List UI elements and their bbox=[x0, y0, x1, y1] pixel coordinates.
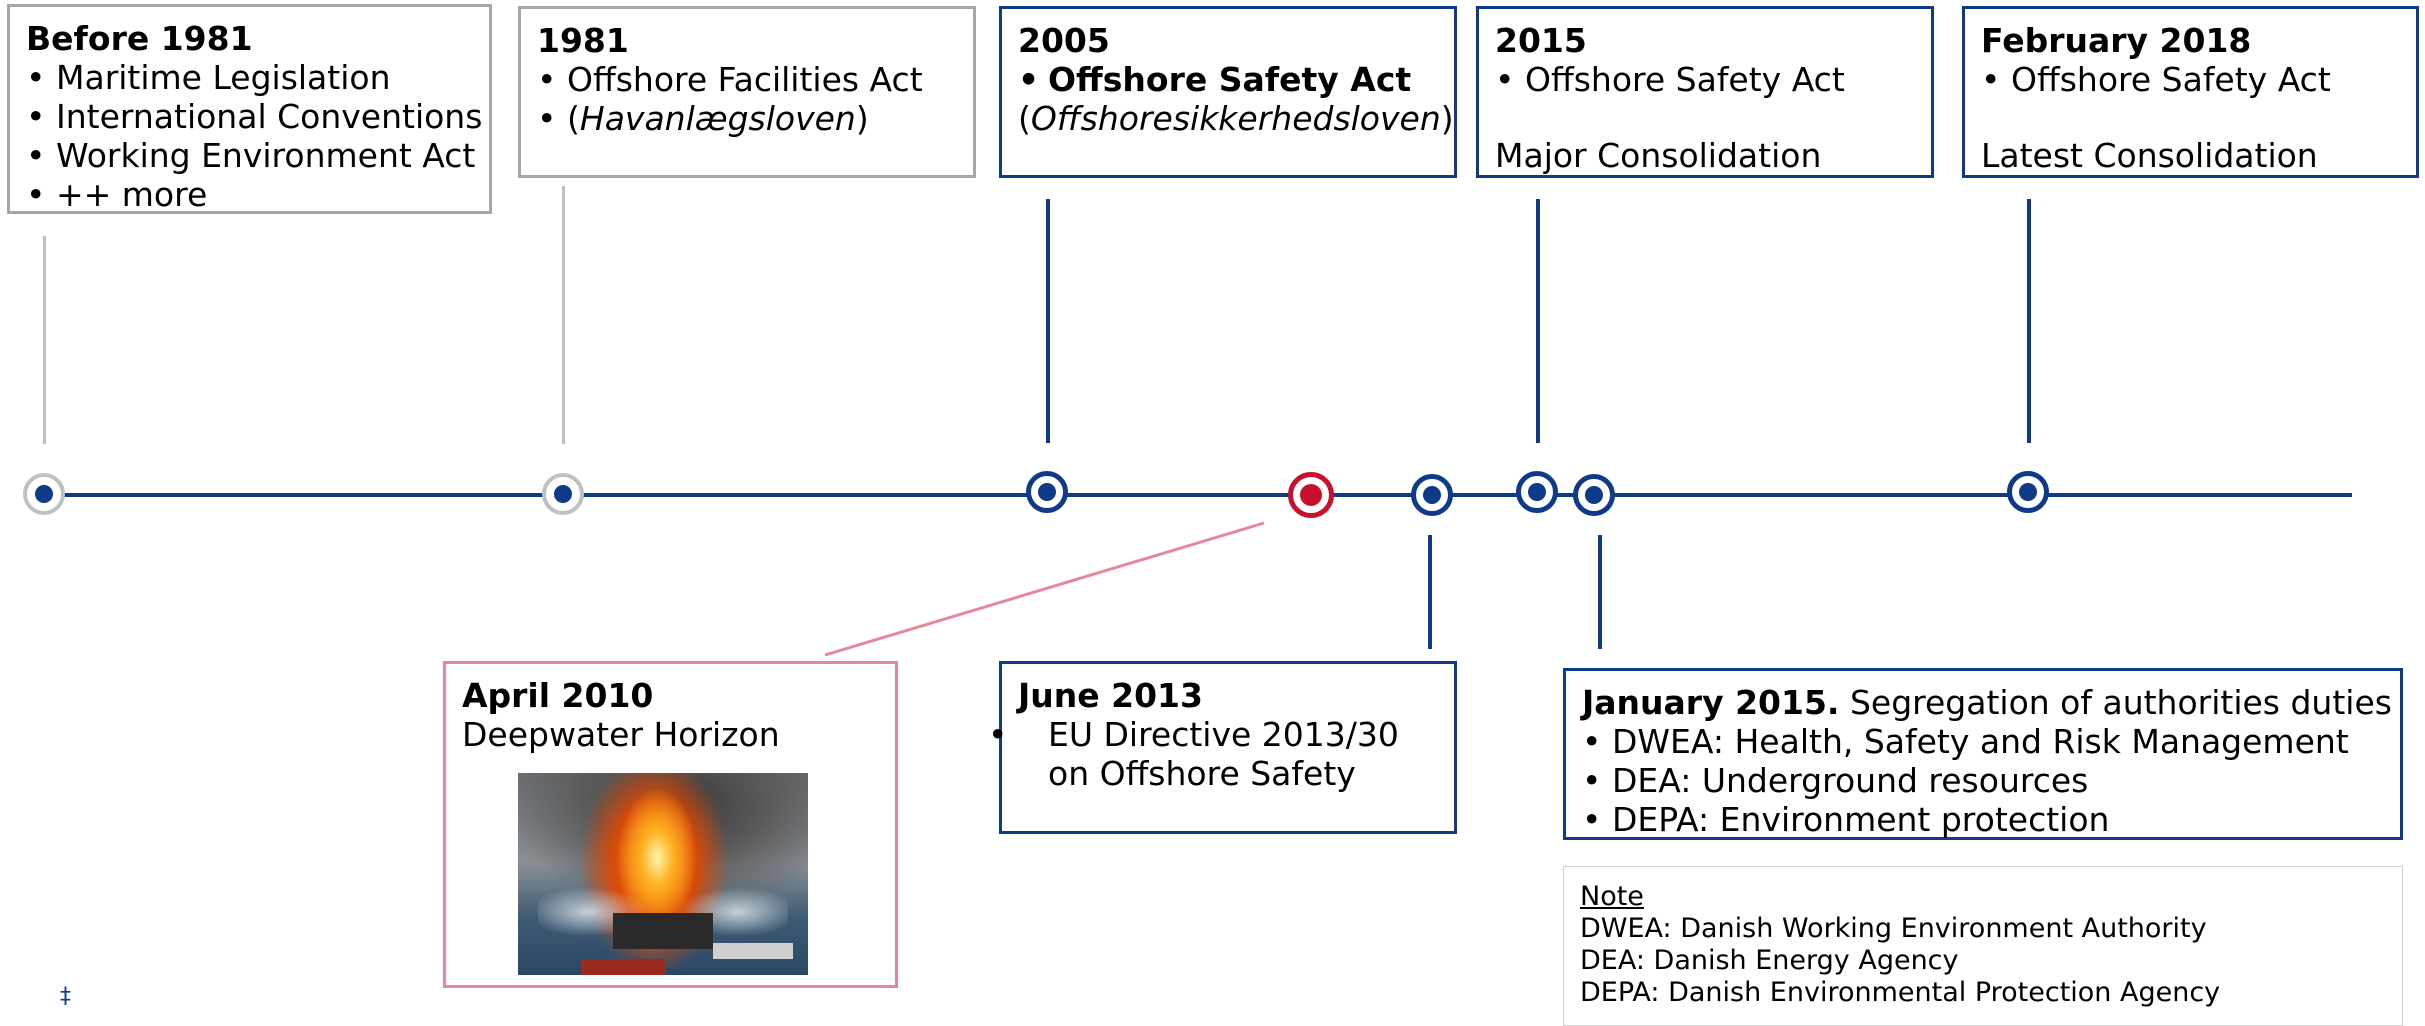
timeline-axis bbox=[44, 493, 2352, 497]
event-bullet: DWEA: Health, Safety and Risk Management bbox=[1582, 722, 2384, 761]
event-box-1981: 1981 Offshore Facilities Act (Havanlægsl… bbox=[518, 6, 976, 178]
event-bullet: ++ more bbox=[26, 175, 473, 214]
event-box-jan-2015: January 2015. Segregation of authorities… bbox=[1563, 668, 2403, 840]
event-title: 2005 bbox=[1018, 21, 1110, 60]
event-box-2015: 2015 Offshore Safety Act Major Consolida… bbox=[1476, 6, 1934, 178]
event-bullet: DEPA: Environment protection bbox=[1582, 800, 2384, 839]
event-title: 2015 bbox=[1495, 21, 1587, 60]
event-bullet: Offshore Facilities Act bbox=[537, 60, 957, 99]
connector-2015 bbox=[1536, 199, 1540, 443]
event-title: April 2010 bbox=[462, 676, 654, 715]
event-box-before-1981: Before 1981 Maritime Legislation Interna… bbox=[7, 4, 492, 214]
event-title: Before 1981 bbox=[26, 19, 253, 58]
event-title-line: January 2015. Segregation of authorities… bbox=[1582, 683, 2392, 722]
event-note: Latest Consolidation bbox=[1981, 136, 2318, 175]
abbreviation-note: Note DWEA: Danish Working Environment Au… bbox=[1563, 866, 2403, 1026]
event-note: Major Consolidation bbox=[1495, 136, 1822, 175]
timeline-marker-2005 bbox=[1026, 471, 1068, 513]
note-line: DEA: Danish Energy Agency bbox=[1580, 945, 1959, 976]
event-bullet: International Conventions bbox=[26, 97, 482, 136]
footer-mark: ‡ bbox=[60, 984, 71, 1009]
note-title: Note bbox=[1580, 881, 1644, 912]
event-act-name: (Offshoresikkerhedsloven) bbox=[1018, 99, 1454, 138]
event-bullet: Offshore Safety Act bbox=[1495, 60, 1915, 99]
connector-before-1981 bbox=[43, 236, 46, 444]
connector-june-2013 bbox=[1428, 535, 1432, 649]
event-box-2005: 2005 Offshore Safety Act (Offshoresikker… bbox=[999, 6, 1457, 178]
event-box-june-2013: June 2013 EU Directive 2013/30 on Offsho… bbox=[999, 661, 1457, 834]
event-title: 1981 bbox=[537, 21, 629, 60]
event-text: Deepwater Horizon bbox=[462, 715, 780, 754]
event-bullet: Maritime Legislation bbox=[26, 58, 473, 97]
event-title: June 2013 bbox=[1018, 676, 1203, 715]
timeline-marker-before-1981 bbox=[23, 473, 65, 515]
event-bullet: EU Directive 2013/30 on Offshore Safety bbox=[1018, 715, 1408, 793]
note-line: DEPA: Danish Environmental Protection Ag… bbox=[1580, 977, 2221, 1008]
timeline-marker-april-2010 bbox=[1288, 472, 1334, 518]
event-bullet: Working Environment Act bbox=[26, 136, 475, 175]
connector-1981 bbox=[562, 186, 565, 444]
event-bullet: Offshore Safety Act bbox=[1981, 60, 2400, 99]
event-title: February 2018 bbox=[1981, 21, 2252, 60]
event-box-feb-2018: February 2018 Offshore Safety Act Latest… bbox=[1962, 6, 2419, 178]
event-act-name: (Havanlægsloven) bbox=[537, 99, 957, 138]
timeline-marker-1981 bbox=[542, 473, 584, 515]
connector-feb-2018 bbox=[2027, 199, 2031, 443]
connector-jan-2015 bbox=[1598, 535, 1602, 649]
connector-2005 bbox=[1046, 199, 1050, 443]
event-bullet: Offshore Safety Act bbox=[1018, 60, 1438, 99]
deepwater-horizon-photo bbox=[518, 773, 808, 975]
timeline-marker-jan-2015 bbox=[1573, 474, 1615, 516]
event-bullet: DEA: Underground resources bbox=[1582, 761, 2384, 800]
note-line: DWEA: Danish Working Environment Authori… bbox=[1580, 913, 2207, 944]
timeline-marker-june-2013 bbox=[1411, 474, 1453, 516]
timeline-marker-feb-2018 bbox=[2007, 471, 2049, 513]
timeline-marker-2015 bbox=[1516, 471, 1558, 513]
